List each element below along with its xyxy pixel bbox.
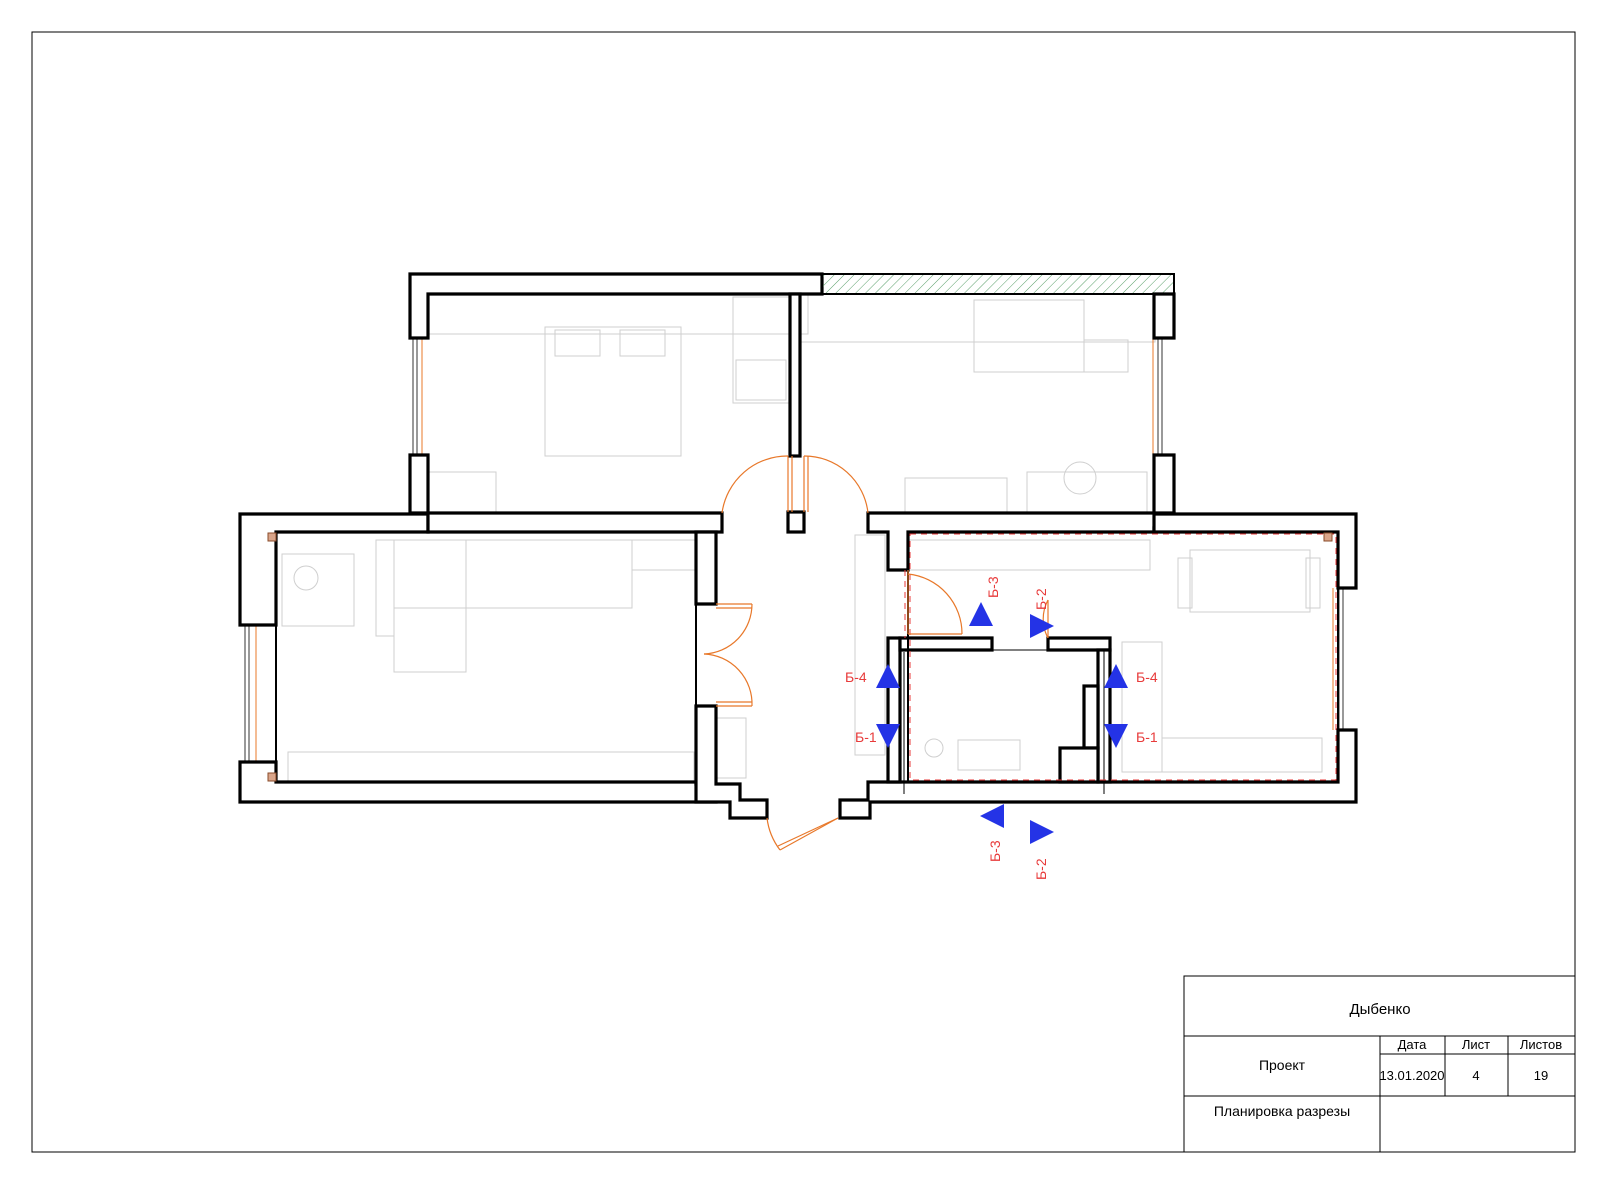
sheets-value: 19 (1534, 1068, 1548, 1083)
title-block: Дыбенко Проект Дата Лист Листов 13.01.20… (1183, 975, 1576, 1153)
section-marker-b2-top (1030, 614, 1054, 638)
room-lines (267, 531, 1339, 794)
date-value: 13.01.2020 (1379, 1068, 1444, 1083)
section-label-b1-left: Б-1 (855, 729, 877, 745)
walls (238, 272, 1358, 820)
date-header: Дата (1398, 1037, 1428, 1052)
sheets-header: Листов (1520, 1037, 1562, 1052)
section-marker-b2-bottom (1030, 820, 1054, 844)
section-label-b3-bottom: Б-3 (987, 840, 1003, 862)
section-label-b2-top: Б-2 (1033, 588, 1049, 610)
sheet-header: Лист (1462, 1037, 1490, 1052)
section-label-b2-bottom: Б-2 (1033, 858, 1049, 880)
project-label: Проект (1259, 1057, 1306, 1073)
section-label-b4-right: Б-4 (1136, 669, 1158, 685)
section-marker-b3-top (969, 602, 993, 626)
section-label-b4-left: Б-4 (845, 669, 867, 685)
drawing-name: Планировка разрезы (1214, 1103, 1350, 1119)
doors (703, 455, 1049, 851)
section-marker-b4-left (876, 664, 900, 688)
section-marker-b4-right (1104, 664, 1128, 688)
section-label-b1-right: Б-1 (1136, 729, 1158, 745)
section-marker-b3-bottom (980, 804, 1004, 828)
section-marker-b1-right (1104, 724, 1128, 748)
section-markers: Б-3 Б-2 Б-4 Б-1 Б-4 Б-1 Б-3 Б-2 (845, 576, 1158, 880)
sheet-value: 4 (1472, 1068, 1479, 1083)
sheet-border (31, 31, 1576, 1153)
section-marker-b1-left (876, 724, 900, 748)
client-name: Дыбенко (1349, 1001, 1410, 1018)
section-label-b3-top: Б-3 (985, 576, 1001, 598)
floor-plan: Б-3 Б-2 Б-4 Б-1 Б-4 Б-1 Б-3 Б-2 (238, 272, 1358, 880)
furniture (281, 293, 1323, 783)
